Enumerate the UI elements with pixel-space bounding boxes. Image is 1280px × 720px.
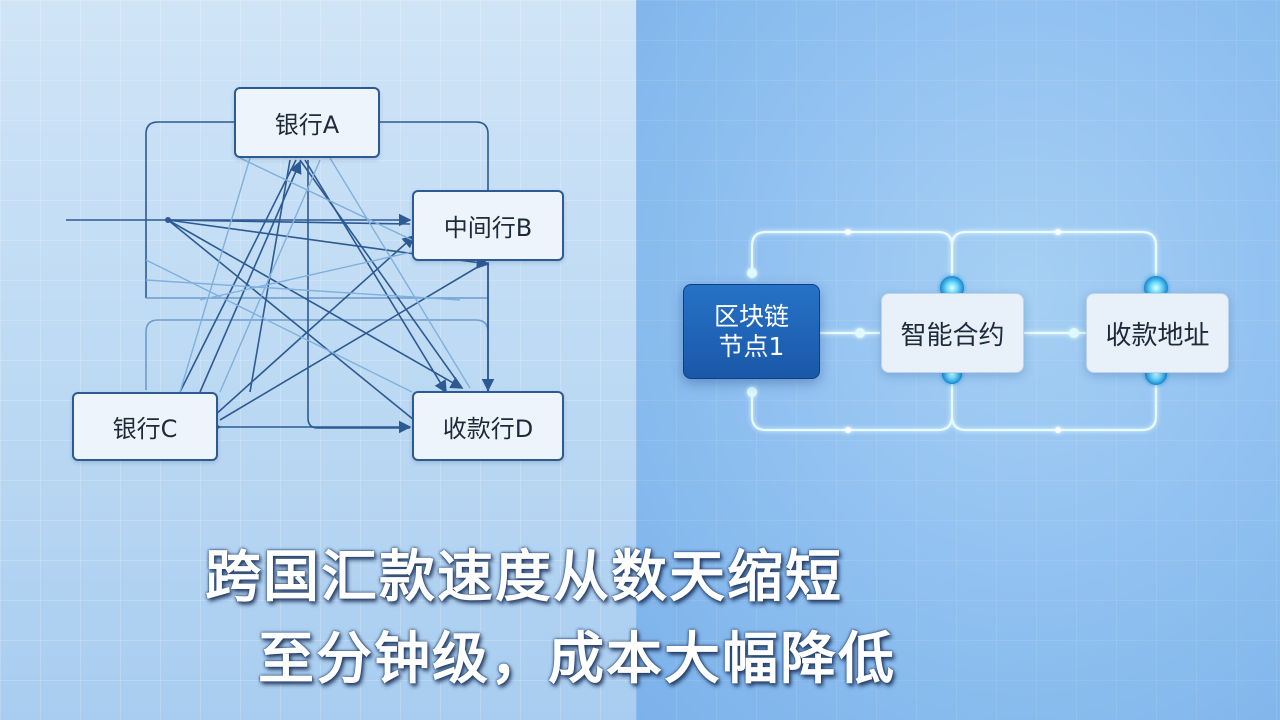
receiving-address-node: 收款地址 [1086, 293, 1229, 373]
blockchain-node-1: 区块链 节点1 [683, 284, 820, 379]
bank-d-node: 收款行D [412, 391, 564, 461]
receiving-address-label: 收款地址 [1105, 320, 1210, 351]
bank-c-label: 银行C [112, 415, 178, 443]
bank-c-node: 银行C [72, 392, 218, 461]
caption-line-2: 至分钟级，成本大幅降低 [258, 627, 896, 692]
bank-b-label: 中间行B [443, 214, 533, 242]
smart-contract-label: 智能合约 [900, 320, 1005, 351]
bank-b-node: 中间行B [412, 190, 564, 261]
blockchain-node-1-line1: 区块链 [713, 301, 789, 331]
smart-contract-node: 智能合约 [881, 293, 1024, 373]
bank-a-label: 银行A [274, 111, 340, 139]
bank-d-label: 收款行D [442, 414, 534, 443]
bank-a-node: 银行A [234, 87, 380, 158]
caption-line-1: 跨国汇款速度从数天缩短 [205, 545, 843, 610]
blockchain-node-1-line2: 节点1 [718, 331, 785, 361]
bank-network-lines [66, 121, 495, 434]
